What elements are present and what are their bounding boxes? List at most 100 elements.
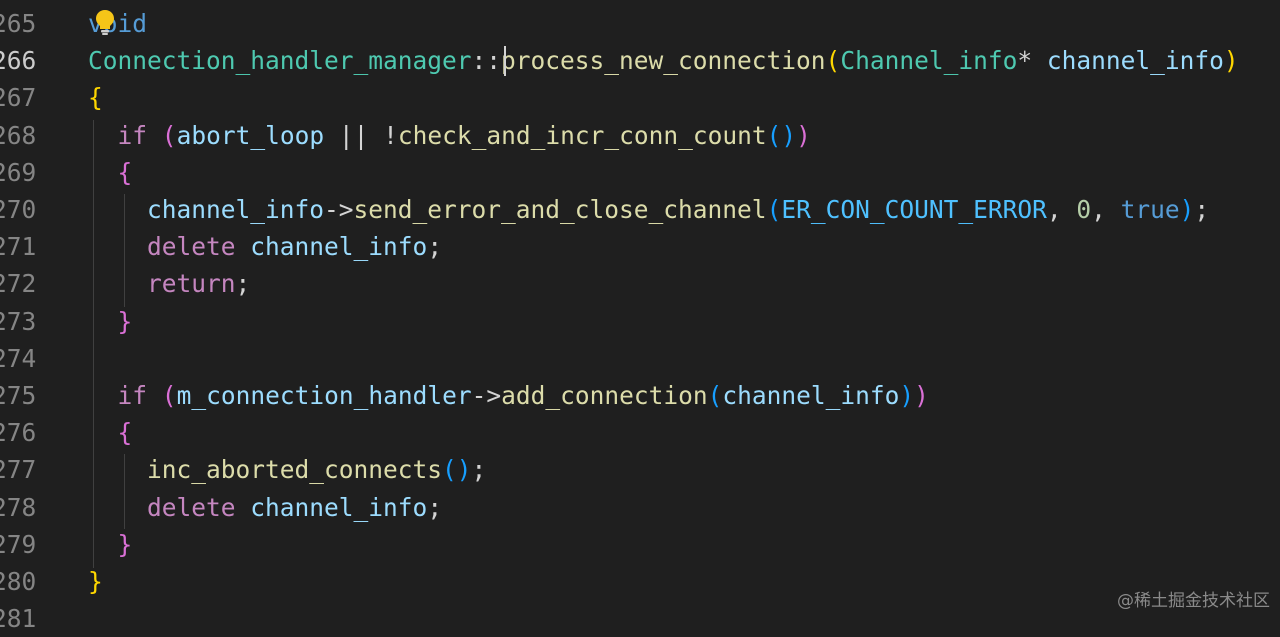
code-token: channel_info [147, 195, 325, 224]
line-number[interactable]: 268 [0, 120, 37, 150]
code-token [88, 232, 147, 261]
code-token: channel_info [1046, 46, 1224, 76]
line-code[interactable]: } [88, 563, 103, 600]
code-token: channel_info [722, 381, 900, 410]
line-code[interactable]: { [88, 79, 103, 116]
line-code[interactable]: delete channel_info; [88, 228, 442, 265]
code-line[interactable]: 274 [0, 340, 1280, 377]
code-token: ( [707, 381, 723, 410]
code-line[interactable]: 268 if (abort_loop || !check_and_incr_co… [0, 117, 1280, 154]
code-line[interactable]: 277 inc_aborted_connects(); [0, 451, 1280, 488]
code-token: { [117, 418, 133, 448]
line-number[interactable]: 267 [0, 83, 37, 113]
code-token: } [117, 306, 133, 336]
code-token [236, 493, 251, 522]
code-token: ; [427, 232, 443, 262]
code-token: ; [1194, 195, 1210, 224]
code-token: return [147, 269, 236, 299]
code-token: ; [427, 492, 443, 522]
line-code[interactable]: } [88, 303, 133, 340]
code-token [88, 269, 147, 298]
line-number[interactable]: 277 [0, 455, 37, 485]
code-line[interactable]: 281 [0, 600, 1280, 637]
code-line[interactable]: 276 { [0, 414, 1280, 451]
code-token: m_connection_handler [176, 381, 472, 410]
line-code[interactable]: if (m_connection_handler->add_connection… [88, 377, 929, 414]
indent-guide-level1 [93, 120, 94, 568]
code-token: abort_loop [176, 120, 325, 150]
line-number[interactable]: 266 [0, 46, 37, 76]
code-token: || ! [324, 120, 398, 150]
watermark: @稀土掘金技术社区 [1117, 591, 1270, 611]
code-token: Connection_handler_manager [88, 46, 472, 76]
code-line[interactable]: 272 return; [0, 265, 1280, 302]
line-number[interactable]: 281 [0, 604, 37, 634]
code-token: delete [147, 232, 236, 262]
code-token [147, 121, 162, 150]
code-token: } [117, 529, 133, 559]
code-line[interactable]: 267 { [0, 79, 1280, 116]
code-token: true [1120, 195, 1180, 224]
code-token: () [442, 455, 472, 485]
code-line[interactable]: 273 } [0, 303, 1280, 340]
code-token: ( [161, 120, 177, 150]
code-line[interactable]: 279 } [0, 526, 1280, 563]
code-line[interactable]: 280} [0, 563, 1280, 600]
code-line[interactable]: 271 delete channel_info; [0, 228, 1280, 265]
line-code[interactable]: if (abort_loop || !check_and_incr_conn_c… [88, 117, 811, 154]
line-code[interactable]: channel_info->send_error_and_close_chann… [88, 191, 1209, 228]
line-code[interactable]: return; [88, 265, 250, 302]
line-code[interactable]: { [88, 414, 133, 451]
code-token: ) [796, 120, 811, 150]
code-token: { [88, 83, 103, 113]
line-number[interactable]: 272 [0, 269, 37, 299]
code-token: add_connection [501, 381, 708, 410]
line-number[interactable]: 269 [0, 157, 37, 187]
line-number[interactable]: 280 [0, 567, 37, 596]
code-token [147, 381, 162, 410]
code-line[interactable]: 275 if (m_connection_handler->add_connec… [0, 377, 1280, 414]
code-token: ; [235, 269, 251, 299]
code-token: process_new_connection [501, 46, 826, 76]
code-token: 0 [1076, 195, 1092, 224]
code-token: ( [161, 381, 177, 410]
line-number[interactable]: 273 [0, 306, 37, 336]
code-token: Channel_info [840, 46, 1018, 76]
code-line[interactable]: 269 { [0, 154, 1280, 191]
code-token: send_error_and_close_channel [353, 195, 767, 224]
code-token: channel_info [250, 492, 428, 522]
code-line[interactable]: 265void [0, 5, 1280, 42]
code-token: delete [147, 492, 236, 522]
code-token: { [117, 157, 133, 187]
code-token: ( [766, 195, 782, 224]
line-code[interactable]: { [88, 154, 133, 191]
code-line[interactable]: 278 delete channel_info; [0, 489, 1280, 526]
code-token: inc_aborted_connects [147, 455, 443, 485]
line-number[interactable]: 274 [0, 343, 37, 373]
line-number[interactable]: 270 [0, 195, 37, 224]
line-number[interactable]: 276 [0, 418, 37, 448]
code-token: ) [1179, 195, 1195, 224]
text-cursor [504, 46, 506, 76]
line-number[interactable]: 265 [0, 9, 37, 38]
indent-guide-level2-block1 [124, 194, 125, 307]
code-token: ) [1223, 46, 1239, 76]
code-token: () [766, 120, 797, 150]
line-code[interactable]: inc_aborted_connects(); [88, 451, 486, 488]
line-code[interactable]: delete channel_info; [88, 489, 442, 526]
line-number[interactable]: 278 [0, 492, 37, 522]
line-number[interactable]: 275 [0, 381, 37, 410]
lightbulb-icon[interactable] [93, 8, 117, 36]
line-number[interactable]: 271 [0, 232, 37, 262]
line-code[interactable]: } [88, 526, 133, 563]
indent-guide-level2-block2 [124, 454, 125, 529]
code-token: ER_CON_COUNT_ERROR [781, 195, 1047, 224]
code-line[interactable]: 270 channel_info->send_error_and_close_c… [0, 191, 1280, 228]
code-token: ; [471, 455, 487, 485]
line-code[interactable]: Connection_handler_manager::process_new_… [88, 42, 1239, 79]
line-number[interactable]: 279 [0, 529, 37, 559]
code-token: ) [914, 381, 929, 410]
code-line[interactable]: 266 Connection_handler_manager::process_n… [0, 42, 1280, 79]
code-token: , [1091, 195, 1121, 224]
